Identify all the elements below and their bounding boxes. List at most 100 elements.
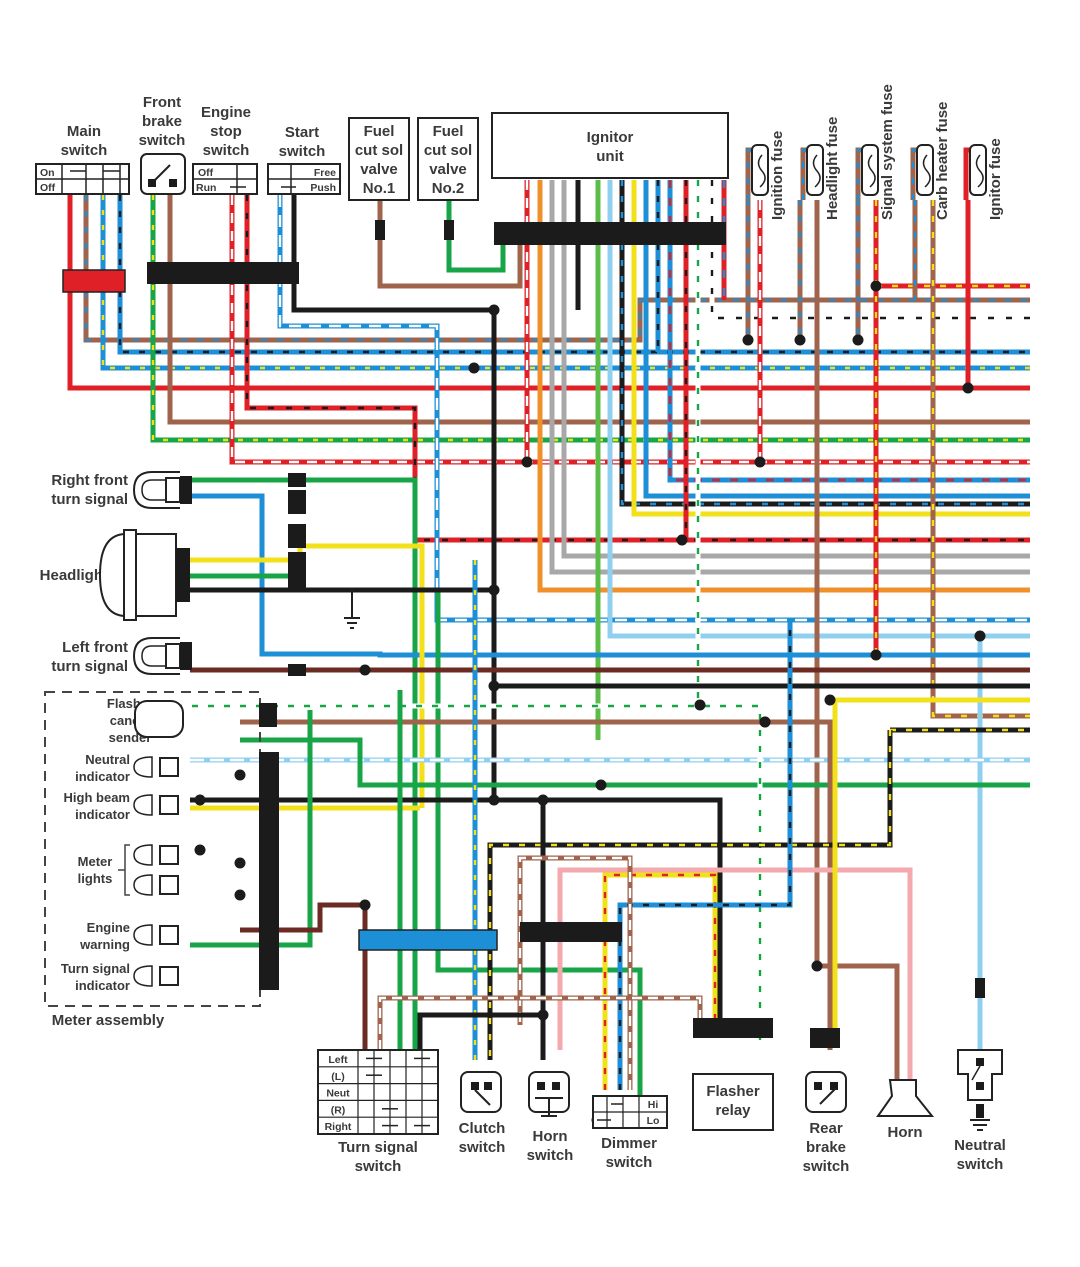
- wire-brown: [377, 995, 703, 1050]
- main-switch-row-on: On: [40, 167, 55, 179]
- fuse-element-icon: [757, 154, 766, 188]
- terminal: [148, 179, 156, 187]
- terminal: [976, 1058, 984, 1066]
- wire-stripe-yellow: [931, 200, 1030, 718]
- left-front-turn-signal-connector: [180, 642, 192, 670]
- meter-light-bulb-icon: [133, 874, 153, 896]
- fuse-element-icon: [975, 154, 984, 188]
- fuse-2: [861, 144, 879, 196]
- neutral-indicator-bulb-icon: [133, 756, 153, 778]
- clutch-switch-body: [460, 1071, 502, 1113]
- turn-signal-indicator-bulb-icon: [133, 965, 153, 987]
- horn-icon: [876, 1079, 935, 1117]
- wire-main-red: [67, 195, 1030, 391]
- neutral-switch-body: [957, 1049, 1003, 1101]
- junction-dot: [234, 889, 246, 901]
- terminal: [484, 1082, 492, 1090]
- wire-stripe-black: [118, 195, 1030, 354]
- right-front-turn-signal-socket: [165, 477, 181, 503]
- wire-lightblue: [607, 180, 1030, 639]
- main-switch-row-off: Off: [40, 182, 56, 194]
- wires-layer: [64, 147, 1030, 1132]
- rear-brake-switch-body: [805, 1071, 847, 1113]
- terminal: [976, 1082, 984, 1090]
- junction-dot: [359, 899, 371, 911]
- wire-stripe-red: [668, 180, 1030, 482]
- start-row-push: Push: [310, 182, 336, 194]
- meter-light-socket: [159, 845, 179, 865]
- wire-stripe-blue: [911, 148, 925, 200]
- turn-signal-row-2: Neut: [326, 1088, 350, 1100]
- fuse-label-4: Ignitor fuse: [987, 138, 1004, 220]
- engine-warning-socket: [159, 925, 179, 945]
- headlight-housing-icon: [98, 533, 177, 617]
- fuel-cut-valve-2-box: [417, 117, 479, 201]
- wire-orange: [537, 180, 1030, 593]
- junction-dot: [234, 857, 246, 869]
- ground-icon: [970, 1119, 990, 1131]
- right-front-turn-signal-bulb-icon: [141, 479, 167, 501]
- left-front-turn-signal-bulb-icon: [141, 645, 167, 667]
- switch-contact: [971, 1065, 981, 1081]
- junction-dot: [811, 960, 823, 972]
- wire-blue: [190, 493, 1030, 658]
- connector-neutral: [975, 978, 985, 998]
- wire-black: [494, 797, 723, 1025]
- dimmer-row-lo: Lo: [647, 1115, 660, 1127]
- junction-dot: [852, 334, 864, 346]
- engine-stop-row-run: Run: [196, 182, 216, 194]
- junction-dot: [694, 699, 706, 711]
- ground-icon: [344, 590, 360, 629]
- terminal: [830, 1082, 838, 1090]
- junction-dot: [742, 334, 754, 346]
- wire-yellow: [631, 180, 1030, 517]
- meter-light-socket: [159, 875, 179, 895]
- junction-dot: [194, 794, 206, 806]
- connector: [288, 490, 306, 514]
- junction-dot: [974, 630, 986, 642]
- junction-dot: [234, 769, 246, 781]
- wire-blue: [100, 195, 1030, 371]
- ground-lead: [976, 1104, 984, 1118]
- wire-stripe-blue: [620, 180, 1030, 506]
- wire-brown: [517, 855, 633, 1090]
- switch-contact: [819, 1087, 837, 1105]
- right-front-turn-signal-connector: [180, 476, 192, 504]
- wire-stripe-white: [518, 856, 632, 1090]
- fuse-label-3: Carb heater fuse: [934, 102, 951, 220]
- horn-label: Horn: [888, 1124, 923, 1141]
- turn-signal-row-4: Right: [325, 1121, 352, 1133]
- push-button-icon: [535, 1097, 563, 1117]
- wire-red: [873, 200, 1030, 658]
- wire-white: [160, 703, 763, 1050]
- wire-darkbrown: [240, 902, 368, 1060]
- fuse-0: [751, 144, 769, 196]
- junction-dot: [676, 534, 688, 546]
- wire-stripe-blue: [746, 148, 760, 200]
- headlight-connector: [176, 548, 190, 602]
- junction-dot: [595, 779, 607, 791]
- connector-black-left: [147, 262, 299, 284]
- meter-assembly-outline: [44, 691, 261, 1007]
- terminal: [471, 1082, 479, 1090]
- turn-signal-switch-table: [317, 1049, 439, 1135]
- junction-dot: [754, 456, 766, 468]
- junction-dot: [537, 794, 549, 806]
